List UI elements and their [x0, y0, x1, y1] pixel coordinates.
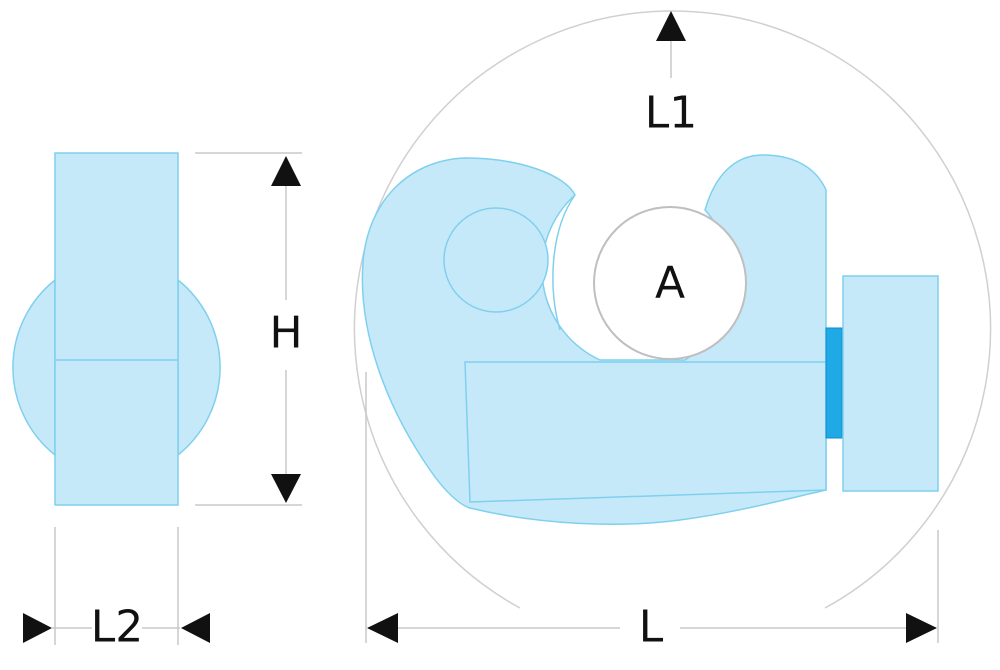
l2-label: L2	[91, 602, 144, 653]
swing-clearance-arc	[353, 10, 992, 609]
adjustment-screw	[825, 327, 843, 439]
pipe-circle	[593, 206, 747, 360]
side-view-wheel	[12, 278, 56, 457]
dimension-l2: L2	[23, 527, 210, 653]
guide-roller	[443, 207, 549, 313]
h-arrow-down-icon	[271, 474, 301, 503]
adjustment-knob	[842, 275, 939, 492]
dimension-l1: L1	[645, 11, 698, 139]
l-arrow-right-icon	[906, 613, 937, 643]
l-arrow-left-icon	[367, 613, 398, 643]
l2-arrow-right-icon	[23, 613, 52, 643]
h-arrow-up-icon	[271, 156, 301, 186]
dimension-l: L	[365, 372, 939, 653]
h-label: H	[269, 308, 302, 359]
slider-block	[464, 361, 827, 503]
side-view-body	[54, 152, 179, 506]
pipe-diameter-label: A	[655, 258, 685, 309]
l2-arrow-left-icon	[181, 613, 210, 643]
l1-arrow-up-icon	[656, 11, 686, 41]
side-view-wheel-right	[177, 278, 221, 457]
side-view	[12, 152, 221, 506]
dimension-h: H	[195, 152, 303, 506]
l1-label: L1	[645, 88, 698, 139]
cutting-wheel-edge	[552, 194, 576, 331]
front-view: A	[353, 10, 992, 609]
l-label: L	[639, 602, 664, 653]
